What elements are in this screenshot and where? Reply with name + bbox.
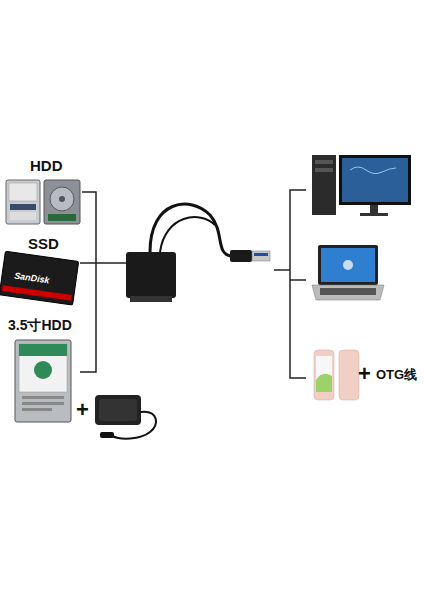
desktop-computer [312,155,411,216]
sata-usb-adapter [126,204,270,302]
accessory-label: OTG线 [376,368,417,382]
device-label: HDD [30,158,63,175]
power-adapter [95,395,156,439]
hdd-3-5 [15,340,71,422]
smartphone [314,350,359,400]
bracket [274,190,306,378]
plus-sign: + [358,362,371,386]
laptop [312,245,384,300]
device-label: 3.5寸HDD [8,318,72,333]
bracket [80,192,126,372]
device-label: SSD [28,236,59,253]
ssd [0,251,79,305]
hdd-back [44,180,80,224]
hdd-front [6,180,40,224]
plus-sign: + [76,398,89,422]
